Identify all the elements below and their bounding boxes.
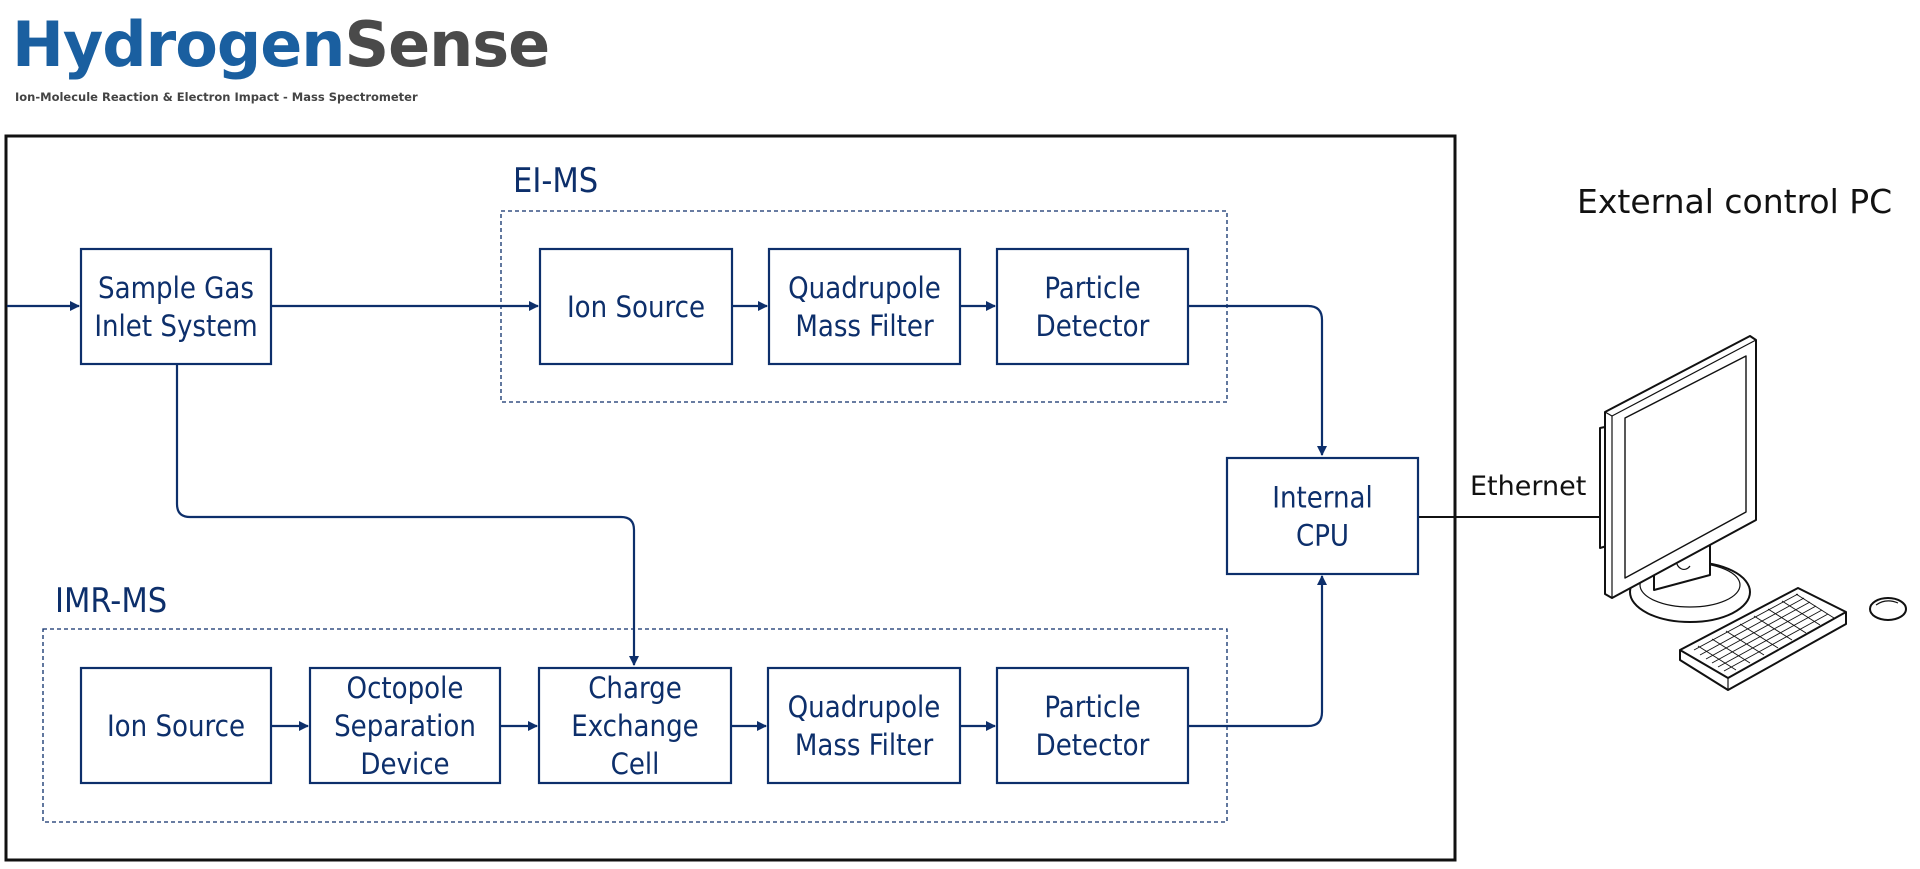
block-imr-detector (995, 666, 1190, 785)
block-label: Ion Source (107, 709, 245, 743)
logo: HydrogenSense (12, 14, 550, 76)
block-label: Charge (588, 671, 682, 705)
block-label: Particle (1044, 271, 1140, 305)
ethernet-label: Ethernet (1470, 471, 1586, 502)
block-label: Particle (1044, 690, 1140, 724)
block-label: Quadrupole (788, 690, 941, 724)
block-label: Sample Gas (98, 271, 254, 305)
block-label: Mass Filter (795, 728, 934, 762)
block-imr-quadrupole (766, 666, 962, 785)
inlet-to-charge-cell-arrow (175, 364, 639, 666)
block-label: Ion Source (567, 290, 705, 324)
group-label-imr-ms: IMR-MS (55, 581, 167, 621)
block-imr-ion-source (79, 666, 273, 785)
block-label: Detector (1036, 309, 1150, 343)
block-label: Mass Filter (795, 309, 934, 343)
block-ei-detector (995, 247, 1190, 366)
block-label: Inlet System (94, 309, 257, 343)
block-ei-ion-source (538, 247, 734, 366)
subtitle: Ion-Molecule Reaction & Electron Impact … (15, 90, 418, 104)
external-pc-title: External control PC (1577, 182, 1892, 221)
block-label: Separation (334, 709, 476, 743)
logo-hydrogen: Hydrogen (12, 8, 345, 81)
block-inlet (79, 247, 273, 366)
block-label: Detector (1036, 728, 1150, 762)
group-label-ei-ms: EI-MS (513, 161, 598, 201)
block-label: Device (360, 747, 449, 781)
block-label: Internal (1272, 480, 1373, 514)
block-cpu (1225, 456, 1420, 576)
block-ei-quadrupole (767, 247, 962, 366)
ei-detector-to-cpu-arrow (1188, 304, 1327, 456)
monitor-screen (1624, 355, 1747, 579)
block-imr-charge (537, 666, 733, 785)
block-label: CPU (1296, 518, 1349, 552)
block-label: Octopole (347, 671, 464, 705)
block-label: Exchange (571, 709, 698, 743)
block-label: Quadrupole (788, 271, 941, 305)
block-imr-octopole (308, 666, 502, 785)
logo-sense: Sense (344, 8, 550, 81)
imr-detector-to-cpu-arrow (1188, 575, 1327, 728)
computer-icon (1599, 335, 1907, 691)
block-label: Cell (611, 747, 660, 781)
instrument-frame (4, 134, 1457, 862)
